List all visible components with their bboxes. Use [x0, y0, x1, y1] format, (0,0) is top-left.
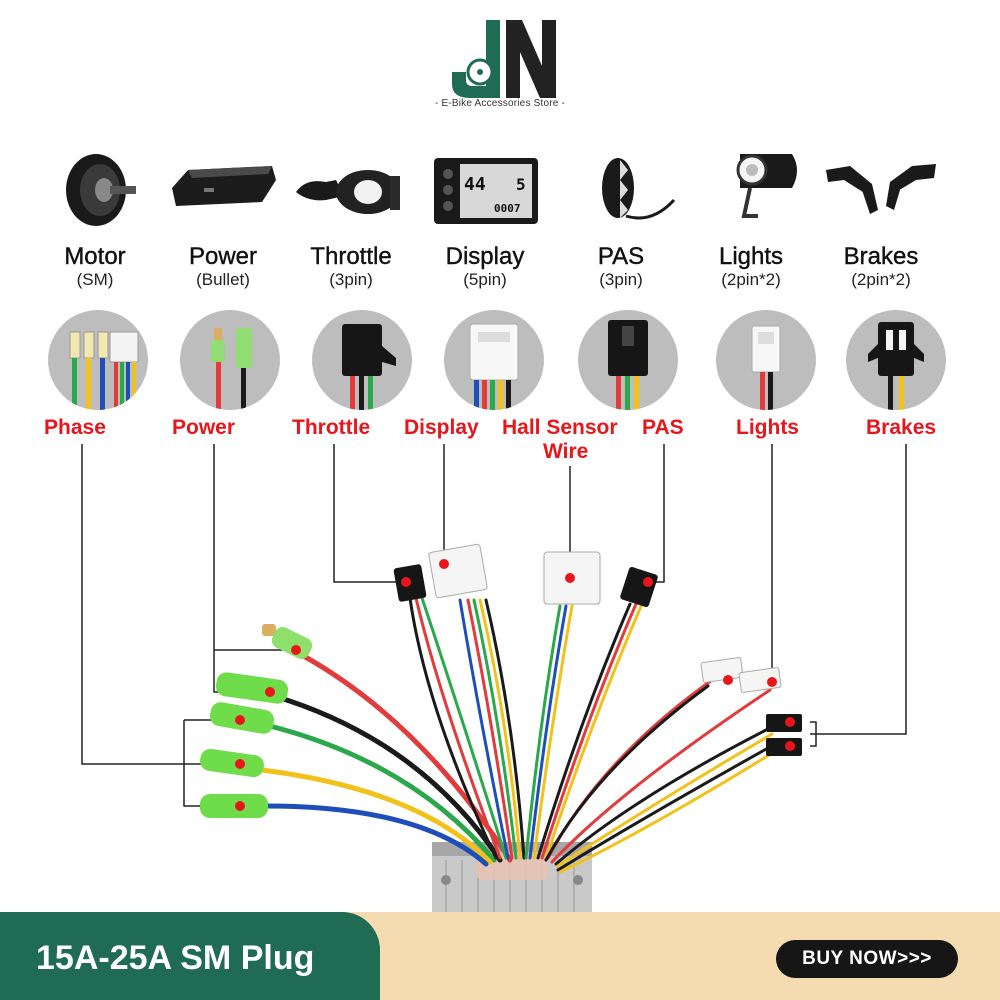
brand-logo: - E-Bike Accessories Store -: [400, 10, 600, 110]
power-connector-photo: [180, 310, 280, 410]
lights-connector-photo: [716, 310, 816, 410]
component-sub: (SM): [76, 270, 114, 289]
label-phase: Phase: [44, 416, 106, 439]
wiring-harness-diagram: [81, 444, 907, 912]
label-hall-sensor: Hall Sensor: [502, 416, 618, 439]
battery-icon: [172, 166, 276, 206]
component-sub: (2pin*2): [721, 270, 781, 289]
label-power: Power: [172, 416, 236, 439]
lcd-display-icon: 44 5 0007: [434, 158, 538, 224]
brand-tagline: - E-Bike Accessories Store -: [434, 98, 566, 109]
pas-connector-photo: [578, 310, 678, 410]
component-sub: (2pin*2): [851, 270, 911, 289]
leader-lines: [81, 444, 907, 807]
component-name: Brakes: [843, 243, 919, 270]
component-sub: (3pin): [329, 270, 373, 289]
component-display: 44 5 0007 Display (5pin): [420, 140, 550, 300]
component-name: PAS: [597, 243, 645, 270]
component-name: Power: [188, 243, 258, 270]
component-motor: Motor (SM): [30, 140, 160, 300]
display-odo: 0007: [494, 202, 521, 215]
brakes-connector-photo: [846, 310, 946, 410]
headlight-icon: [736, 154, 797, 218]
component-sub: (5pin): [463, 270, 507, 289]
marker-dots: [235, 559, 795, 811]
component-sub: (Bullet): [196, 270, 250, 289]
label-pas: PAS: [642, 416, 684, 439]
wires: [259, 596, 776, 874]
plug-connectors: [393, 543, 802, 756]
phase-connector-photo: [48, 310, 148, 410]
component-name: Lights: [718, 243, 784, 270]
component-name: Display: [445, 243, 525, 270]
display-speed: 44: [464, 174, 486, 195]
label-throttle: Throttle: [292, 416, 371, 439]
component-name: Motor: [64, 243, 126, 270]
label-hall-sensor-wire: Wire: [543, 440, 589, 463]
buy-now-button[interactable]: BUY NOW>>>: [776, 940, 958, 978]
display-connector-photo: [444, 310, 544, 410]
component-power: Power (Bullet): [158, 140, 288, 300]
component-sub: (3pin): [599, 270, 643, 289]
brake-lever-icon: [826, 164, 936, 214]
hub-motor-icon: [66, 154, 136, 226]
component-name: Throttle: [310, 243, 392, 270]
display-gear: 5: [516, 175, 526, 194]
pas-sensor-icon: [602, 158, 676, 220]
product-title: 15A-25A SM Plug: [36, 939, 315, 977]
label-display: Display: [404, 416, 479, 439]
label-brakes: Brakes: [866, 416, 937, 439]
thumb-throttle-icon: [296, 170, 400, 214]
component-lights: Lights (2pin*2): [686, 140, 816, 300]
throttle-connector-photo: [312, 310, 412, 410]
jn-logo-icon: [452, 20, 556, 98]
component-throttle: Throttle (3pin): [286, 140, 416, 300]
component-pas: PAS (3pin): [556, 140, 686, 300]
component-brakes: Brakes (2pin*2): [816, 140, 946, 300]
label-lights: Lights: [736, 416, 799, 439]
footer-title-panel: [0, 912, 380, 1000]
